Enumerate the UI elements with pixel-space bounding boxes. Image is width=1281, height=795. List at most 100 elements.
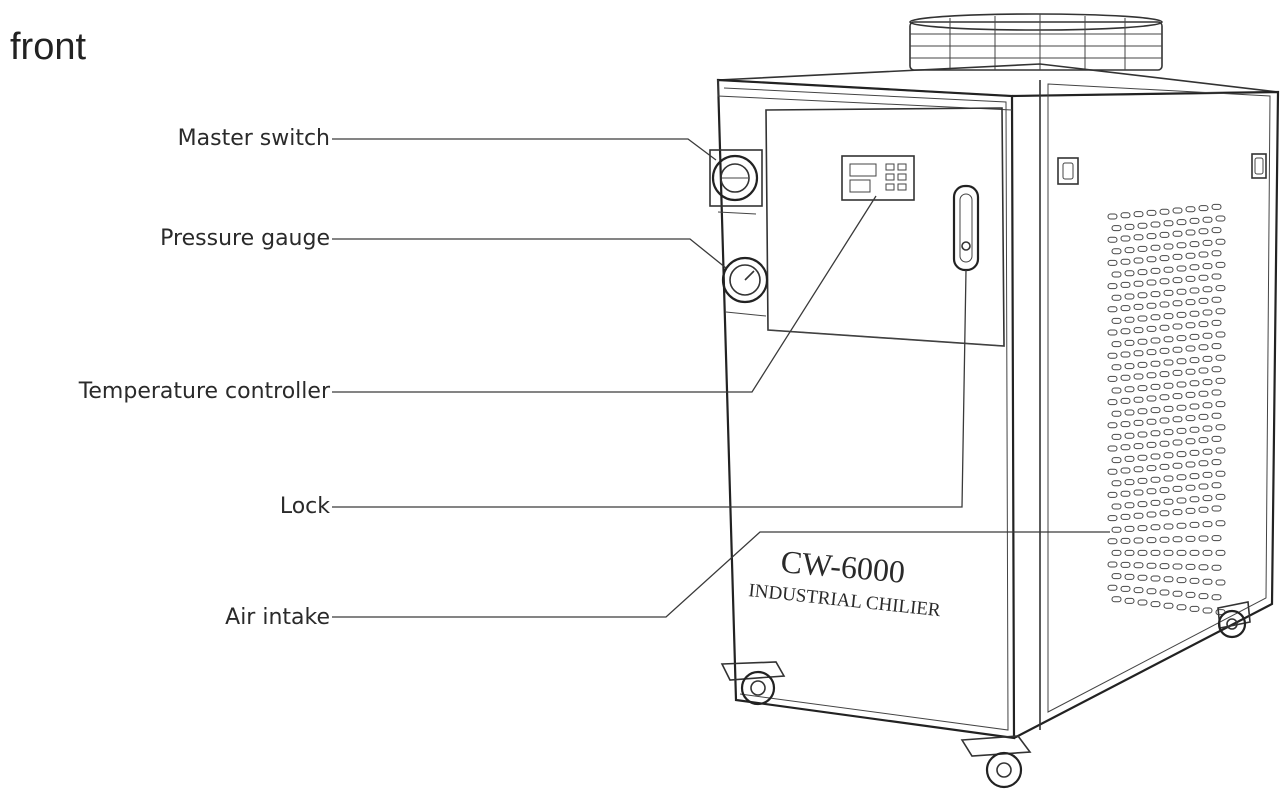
vent-slot — [1215, 331, 1226, 338]
caster-side-icon — [1217, 601, 1251, 639]
vent-slot — [1146, 233, 1157, 240]
front-door-panel — [765, 107, 1005, 347]
label-pressure-gauge: Pressure gauge — [160, 226, 330, 251]
vent-slot — [1159, 487, 1170, 494]
vent-slot — [1185, 229, 1196, 236]
vent-slot — [1176, 404, 1187, 411]
vent-slot — [1111, 225, 1122, 232]
vent-slot — [1202, 448, 1213, 455]
vent-slot — [1185, 461, 1196, 468]
vent-slot — [1120, 212, 1131, 219]
vent-slot — [1189, 496, 1200, 503]
vent-slot — [1163, 313, 1174, 320]
vent-slot — [1215, 424, 1226, 431]
vent-slot — [1176, 497, 1187, 504]
vent-slot — [1202, 263, 1213, 270]
vent-slot — [1172, 439, 1183, 446]
vent-slot — [1176, 335, 1187, 342]
vent-slot — [1124, 386, 1135, 393]
product-type-text: INDUSTRIAL CHILIER — [747, 580, 941, 621]
vent-slot — [1202, 239, 1213, 246]
vent-slot — [1176, 311, 1187, 318]
vent-slot — [1189, 217, 1200, 224]
vent-slot — [1137, 525, 1148, 532]
vent-slot — [1189, 549, 1200, 556]
side-latch-icon — [1057, 153, 1267, 185]
vent-slot — [1124, 247, 1135, 254]
vent-slot — [1215, 377, 1226, 384]
vent-slot — [1185, 415, 1196, 422]
vent-slot — [1107, 236, 1118, 243]
vent-slot — [1107, 329, 1118, 336]
vent-slot — [1211, 412, 1222, 419]
vent-slot — [1172, 253, 1183, 260]
vent-slot — [1198, 274, 1209, 281]
vent-slot — [1163, 359, 1174, 366]
vent-slot — [1215, 447, 1226, 454]
vent-slot — [1202, 549, 1213, 556]
vent-slot — [1150, 524, 1161, 531]
vent-slot — [1172, 590, 1183, 597]
caster-left-icon — [720, 661, 786, 706]
vent-slot — [1176, 358, 1187, 365]
vent-slot — [1120, 351, 1131, 358]
vent-slot — [1137, 599, 1148, 606]
vent-slot — [1159, 208, 1170, 215]
vent-slot — [1163, 549, 1174, 556]
pressure-gauge-icon — [721, 256, 769, 317]
lock-handle-icon — [952, 184, 980, 272]
vent-slot — [1215, 354, 1226, 361]
vent-slot — [1172, 369, 1183, 376]
vent-slot — [1172, 346, 1183, 353]
vent-slot — [1172, 323, 1183, 330]
vent-slot — [1189, 357, 1200, 364]
vent-slot — [1137, 338, 1148, 345]
vent-slot — [1215, 493, 1226, 500]
vent-slot — [1146, 441, 1157, 448]
vent-slot — [1202, 216, 1213, 223]
vent-slot — [1163, 266, 1174, 273]
vent-slot — [1120, 444, 1131, 451]
vent-slot — [1198, 205, 1209, 212]
label-temperature-controller: Temperature controller — [78, 379, 330, 404]
vent-slot — [1133, 512, 1144, 519]
vent-slot — [1172, 485, 1183, 492]
vent-slot — [1107, 515, 1118, 522]
model-name-text: CW-6000 — [779, 543, 906, 590]
vent-slot — [1176, 451, 1187, 458]
vent-slot — [1124, 223, 1135, 230]
vent-slot — [1198, 228, 1209, 235]
vent-slot — [1124, 409, 1135, 416]
vent-slot — [1133, 419, 1144, 426]
vent-slot — [1120, 281, 1131, 288]
vent-slot — [1150, 314, 1161, 321]
vent-slot — [1202, 379, 1213, 386]
label-lock: Lock — [279, 494, 330, 519]
vent-slot — [1137, 454, 1148, 461]
vent-slot — [1124, 573, 1135, 580]
vent-slot — [1163, 243, 1174, 250]
vent-slot — [1150, 221, 1161, 228]
vent-slot — [1137, 222, 1148, 229]
vent-slot — [1146, 511, 1157, 518]
vent-slot — [1120, 421, 1131, 428]
view-heading: front — [10, 26, 87, 68]
vent-slot — [1211, 459, 1222, 466]
vent-slot — [1185, 322, 1196, 329]
vent-slot — [1159, 301, 1170, 308]
vent-slot — [1189, 449, 1200, 456]
vent-slot — [1146, 279, 1157, 286]
vent-slot — [1111, 364, 1122, 371]
vent-slot — [1124, 549, 1135, 556]
vent-slot — [1172, 416, 1183, 423]
vent-slot — [1107, 375, 1118, 382]
vent-slot — [1124, 597, 1135, 604]
vent-slot — [1211, 343, 1222, 350]
vent-slot — [1120, 258, 1131, 265]
vent-slot — [1176, 427, 1187, 434]
vent-slot — [1120, 490, 1131, 497]
label-master-switch: Master switch — [177, 126, 330, 151]
vent-slot — [1163, 498, 1174, 505]
vent-slot — [1120, 374, 1131, 381]
vent-slot — [1111, 248, 1122, 255]
